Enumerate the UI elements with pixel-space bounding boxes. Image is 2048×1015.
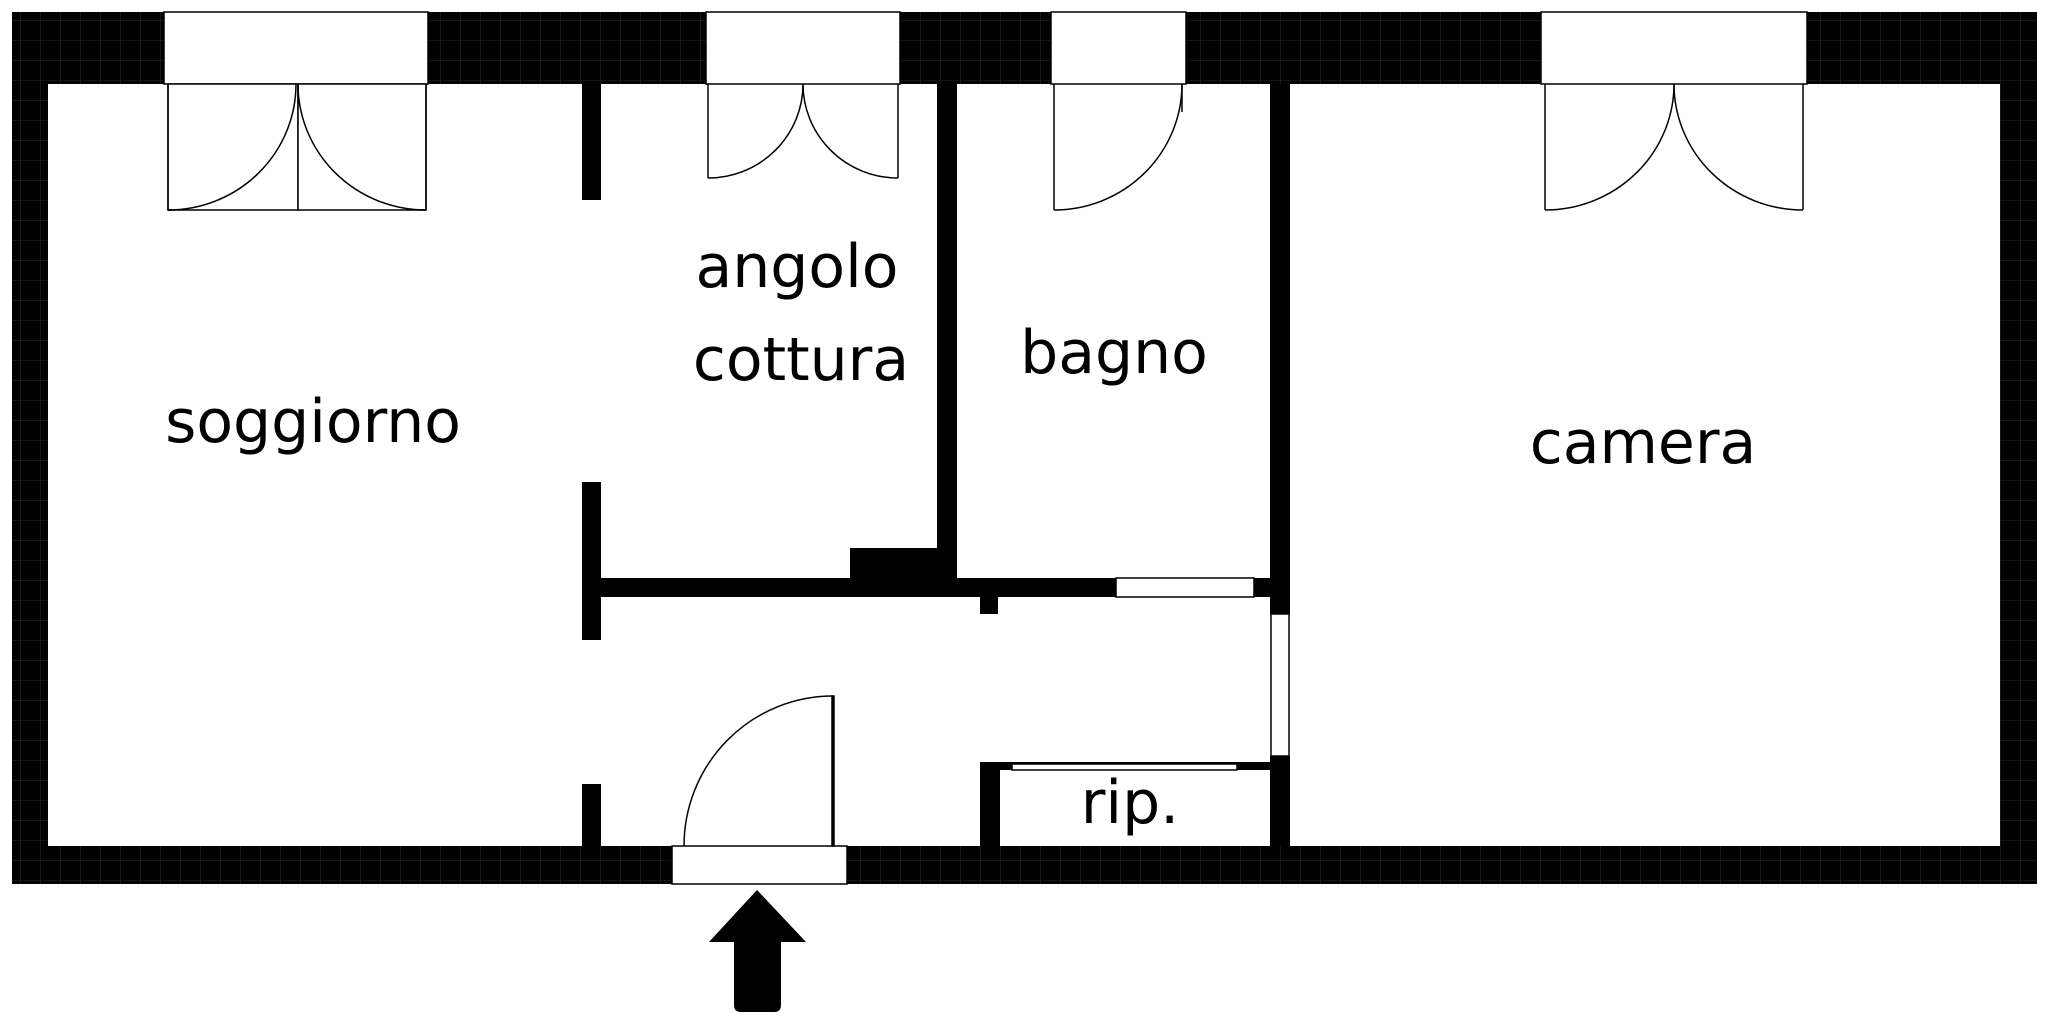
ripostiglio-sliding-door — [1011, 763, 1238, 771]
bagno-sliding-door — [1115, 577, 1255, 598]
window-angolo-cottura — [705, 11, 901, 85]
room-labels: soggiorno angolo cottura bagno camera ri… — [165, 232, 1756, 838]
camera-double-door — [1544, 83, 1804, 211]
room-label-ripostiglio: rip. — [1081, 768, 1180, 838]
window-soggiorno — [163, 11, 429, 85]
entrance-door — [683, 695, 835, 847]
window-camera — [1540, 11, 1808, 85]
camera-sliding-door — [1270, 613, 1290, 757]
angolo-cottura-double-door — [707, 83, 899, 179]
openings — [163, 11, 1808, 885]
room-label-angolo-cottura-line1: angolo — [696, 232, 899, 302]
up-arrow-icon — [709, 890, 806, 1012]
room-label-bagno: bagno — [1020, 318, 1208, 388]
room-label-camera: camera — [1530, 408, 1757, 478]
room-label-soggiorno: soggiorno — [165, 387, 461, 457]
soggiorno-double-door — [167, 83, 427, 211]
bagno-door — [1053, 83, 1183, 211]
window-bagno — [1050, 11, 1187, 85]
interior-walls — [582, 84, 1290, 846]
entrance-threshold — [671, 845, 848, 885]
door-swings — [167, 83, 1804, 847]
room-label-angolo-cottura-line2: cottura — [693, 325, 909, 395]
